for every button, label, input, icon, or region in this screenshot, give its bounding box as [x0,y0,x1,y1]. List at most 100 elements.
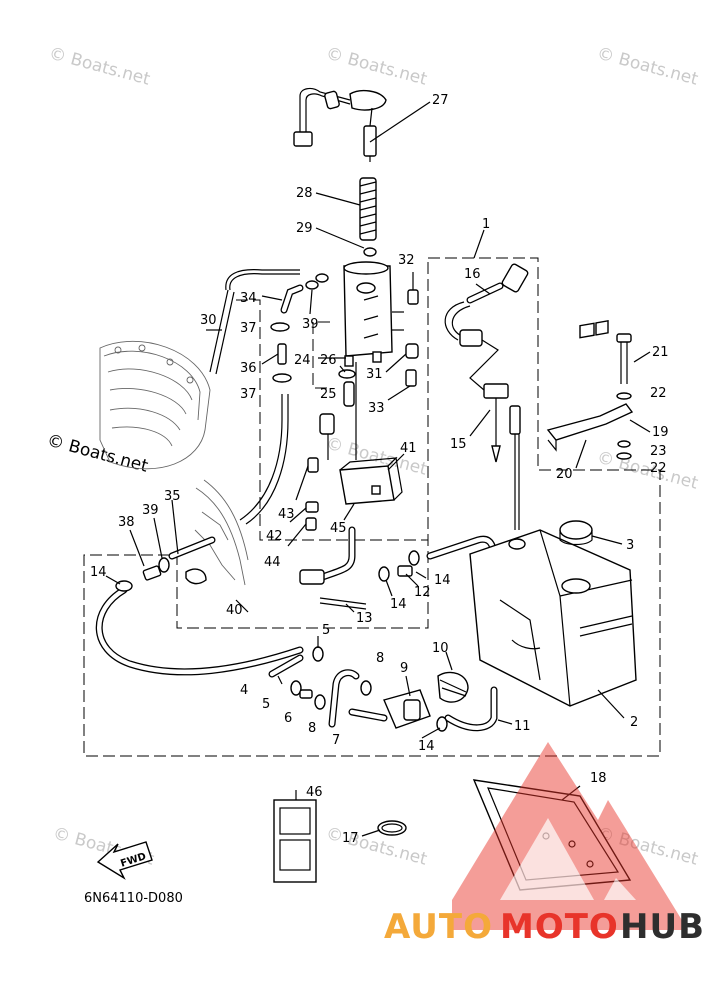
part-20-pad [575,319,609,469]
part-17-clamp [361,820,407,837]
callout-45: 45 [330,521,347,536]
callout-15: 15 [450,437,467,452]
callout-42: 42 [266,529,283,544]
part-16-wire-harness [444,263,529,391]
callout-33: 33 [368,401,385,416]
callout-22b: 22 [650,461,667,476]
callout-19: 19 [652,425,669,440]
part-29-washer [315,227,377,257]
part-26-clip [338,365,356,379]
watermarks: © Boats.net © Boats.net © Boats.net © Bo… [45,44,701,870]
callout-44: 44 [264,555,281,570]
watermark: © Boats.net [595,44,701,90]
callout-12: 12 [414,585,431,600]
callout-11: 11 [514,719,531,734]
part-30-hose [206,269,300,525]
automotohub-logo [452,742,688,930]
callout-4: 4 [240,683,248,698]
callout-7: 7 [332,733,340,748]
part-14-clip-lower [436,716,448,732]
part-38-joint [142,565,162,581]
part-24-fuel-filter [318,261,404,367]
callout-14a: 14 [90,565,107,580]
callout-17: 17 [342,831,359,846]
callout-numbers: 27 28 29 1 32 16 34 30 37 39 21 24 26 36… [90,93,669,846]
callout-5b: 5 [262,697,270,712]
part-31-cap [385,343,419,373]
part-25-hose [343,381,355,407]
callout-40: 40 [226,603,243,618]
part-6-joint [299,689,313,699]
watermark: © Boats.net [324,44,430,90]
callout-14c: 14 [390,597,407,612]
part-32-fitting [407,272,419,305]
callout-38: 38 [118,515,135,530]
part-39-clip [305,273,329,315]
callout-21: 21 [652,345,669,360]
callout-34: 34 [240,291,257,306]
part-36-joint [261,343,287,365]
main-fuel-hose [95,580,304,676]
callout-39b: 39 [142,503,159,518]
callout-39a: 39 [302,317,319,332]
watermark: © Boats.net [45,431,151,477]
part-22-washer [616,392,632,460]
callout-1: 1 [482,217,490,232]
part-34-elbow-hose [261,284,304,314]
automotohub-wordmark: AUTO MOTO HUB [384,907,705,947]
part-28-spring [315,177,377,241]
callout-18: 18 [590,771,607,786]
part-43-42-44-fittings [305,362,357,531]
callout-8a: 8 [376,651,384,666]
part-45-hose [299,526,356,585]
leader-lines [105,229,485,739]
diagram-code: 6N64110-D080 [84,891,183,906]
callout-41: 41 [400,441,417,456]
callout-14b: 14 [434,573,451,588]
part-37-clip [270,322,292,383]
watermark: © Boats.net [324,824,430,870]
callout-32: 32 [398,253,415,268]
callout-16: 16 [464,267,481,282]
part-19-bracket [546,403,651,452]
part-21-bolt [616,333,651,384]
part-23-nut [617,440,631,448]
part-46-label-card [273,790,317,883]
part-27-choke-assembly [293,87,431,162]
part-4-hose [268,654,304,678]
part-12-joint [378,550,420,582]
callout-5a: 5 [322,623,330,638]
watermark: © Boats.net [47,44,153,90]
callout-27: 27 [432,93,449,108]
callout-20: 20 [556,467,573,482]
brand-hub: HUB [620,907,705,947]
callout-2: 2 [630,715,638,730]
part-7-hose [328,669,360,728]
callout-22a: 22 [650,386,667,401]
engine-cowling [99,340,249,586]
callout-46: 46 [306,785,323,800]
callout-8b: 8 [308,721,316,736]
part-10-filter-cap [437,651,469,703]
callout-24: 24 [294,353,311,368]
callout-23: 23 [650,444,667,459]
part-3-tank-cap [559,520,623,546]
watermark: © Boats.net [595,448,701,494]
callout-35: 35 [164,489,181,504]
part-33-bolt [387,369,417,401]
callout-30: 30 [200,313,217,328]
callout-25: 25 [320,387,337,402]
part-11-hose [444,686,513,732]
callout-31: 31 [366,367,383,382]
callout-3: 3 [626,538,634,553]
callout-13: 13 [356,611,373,626]
callout-29: 29 [296,221,313,236]
brand-auto: AUTO [384,907,493,947]
brand-moto: MOTO [500,907,619,947]
part-9-primer-pump [348,675,431,729]
callout-6: 6 [284,711,292,726]
part-41-fuel-pump [339,453,405,505]
callout-10: 10 [432,641,449,656]
part-8-clip [314,680,372,710]
